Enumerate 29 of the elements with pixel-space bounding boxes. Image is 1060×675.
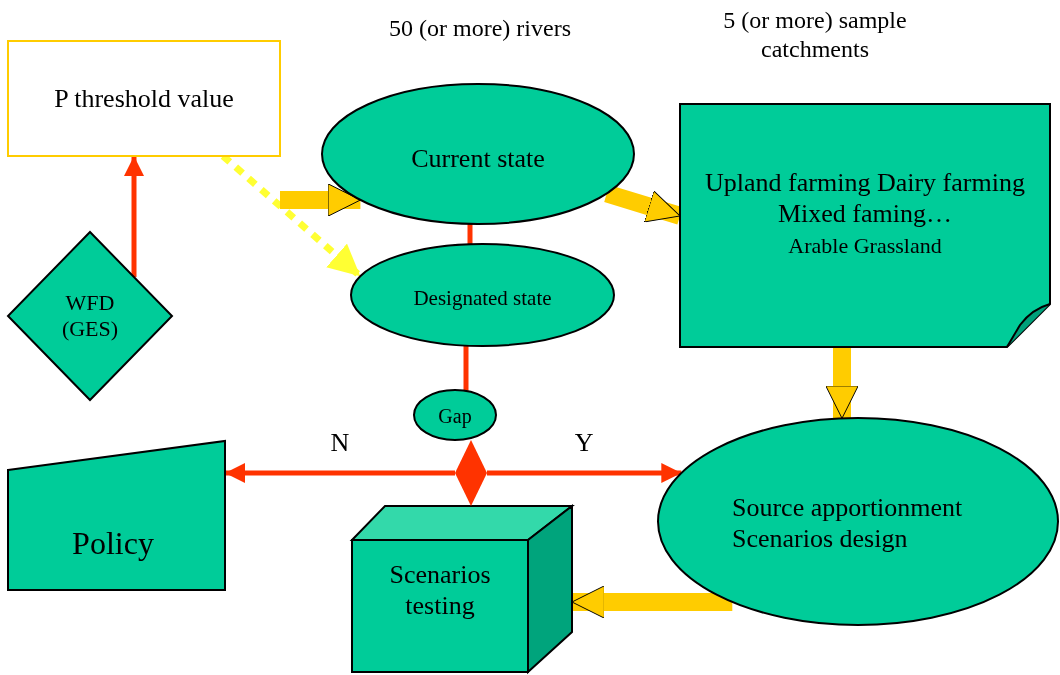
node-label: WFD (GES): [60, 289, 120, 343]
node-label: Designated state: [413, 286, 552, 312]
decision-diamond: [8, 232, 172, 400]
arrow: [280, 183, 361, 217]
state-ellipse: [322, 84, 634, 224]
arrow: [825, 347, 859, 419]
gap-ellipse: [414, 390, 496, 440]
connector-line: [467, 223, 473, 245]
decision-diamond: [455, 440, 487, 506]
node-label: P threshold value: [54, 82, 234, 115]
process-ellipse: [658, 418, 1058, 625]
node-label: Policy: [72, 524, 154, 563]
arrow: [225, 463, 455, 483]
node-label: Scenarios testing: [388, 558, 492, 622]
node-label: Gap: [438, 404, 472, 428]
node-label: Arable Grassland: [788, 233, 942, 260]
arrow: [124, 156, 144, 278]
caption-label: 50 (or more) rivers: [388, 14, 572, 43]
arrow: [487, 463, 682, 483]
node-label: Source apportionment Scenarios design: [732, 491, 964, 555]
arrow: [571, 585, 733, 619]
state-ellipse: [351, 244, 614, 346]
node-label: Upland farming Dairy farming Mixed faming…: [704, 166, 1026, 229]
caption-label: 5 (or more) sample catchments: [722, 6, 908, 64]
threshold-box: [8, 41, 280, 156]
connector-line: [463, 345, 469, 391]
policy-shape: [8, 441, 225, 590]
catchment-note: [680, 104, 1050, 347]
node-label: Current state: [411, 143, 545, 175]
